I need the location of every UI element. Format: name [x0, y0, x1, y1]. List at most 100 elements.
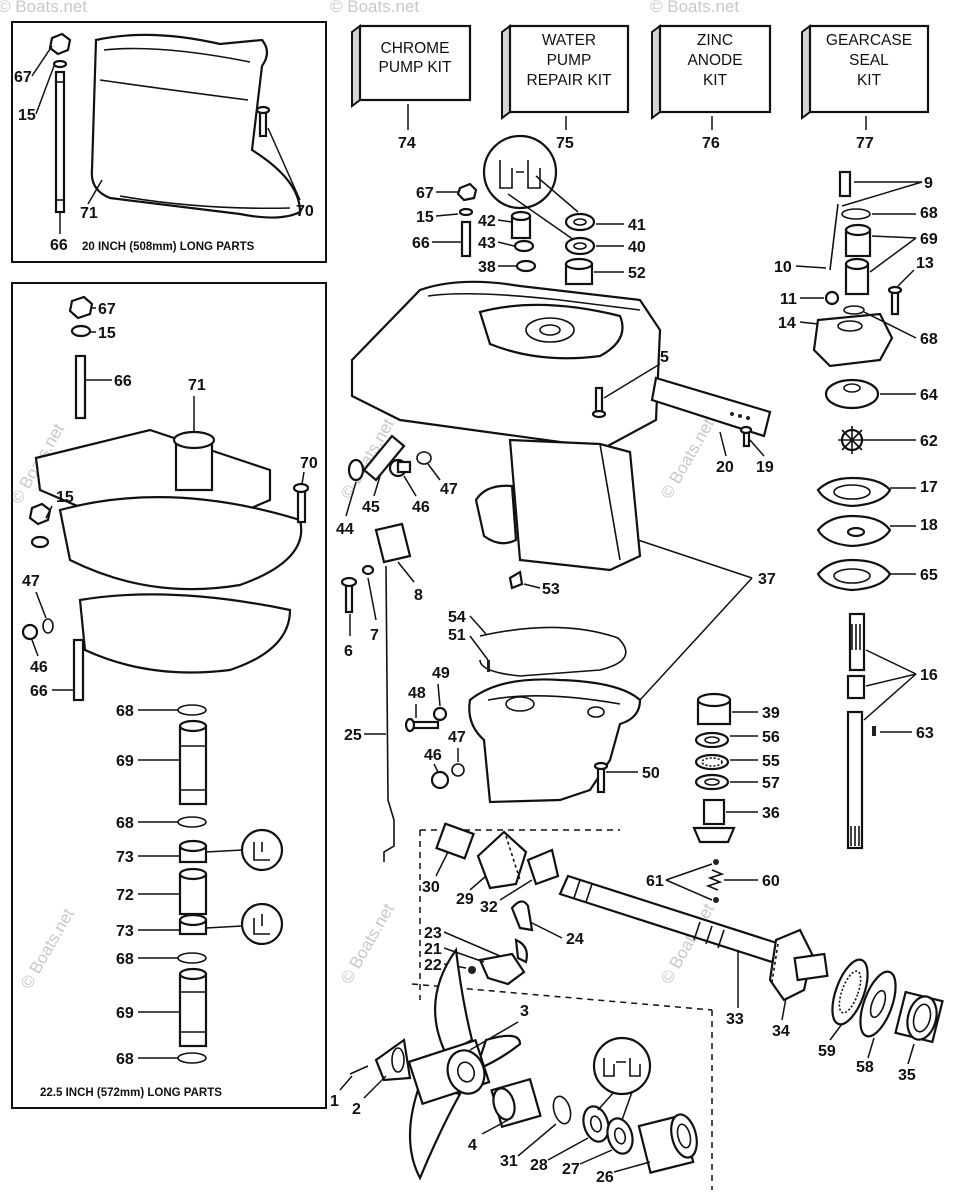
gear-housing: 54 51 49 48 47 46 50: [404, 609, 660, 804]
callout-label: 62: [920, 433, 938, 450]
pin-icon: [508, 570, 524, 590]
kit-label: KIT: [857, 72, 882, 89]
nut-icon: [28, 502, 52, 526]
watermark: © Boats.net: [650, 0, 739, 16]
center-top-parts: 67 15 66 42 43 38 41 40 52: [412, 134, 646, 286]
callout-label: 35: [898, 1067, 916, 1084]
stud-icon: [460, 220, 472, 258]
seal-icon: [564, 236, 596, 256]
callout-label: 69: [116, 1005, 134, 1022]
kit-label: GEARCASE: [826, 32, 912, 49]
callout-label: 5: [660, 349, 669, 366]
callout-label: 71: [80, 205, 98, 222]
callout-label: 43: [478, 235, 496, 252]
kit-boxes: CHROME PUMP KIT 74 WATER PUMP REPAIR KIT…: [351, 24, 930, 152]
washer-icon: [52, 59, 68, 69]
kit-label: WATER: [542, 32, 596, 49]
kit-label: ANODE: [687, 52, 742, 69]
callout-label: 76: [702, 135, 720, 152]
callout-label: 77: [856, 135, 874, 152]
callout-label: 30: [422, 879, 440, 896]
panel-note: 22.5 INCH (572mm) LONG PARTS: [40, 1087, 222, 1099]
callout-label: 39: [762, 705, 780, 722]
o-ring-icon: [177, 816, 207, 828]
callout-label: 69: [116, 753, 134, 770]
fitting-icon: [824, 290, 840, 306]
watermark: © Boats.net: [330, 0, 419, 16]
callout-label: 68: [116, 703, 134, 720]
gasket-icon: [816, 558, 892, 592]
kit-box: [508, 24, 630, 114]
callout-label: 22: [424, 957, 442, 974]
callout-label: 34: [772, 1023, 790, 1040]
panel-frame: [11, 282, 327, 1109]
callout-label: 67: [416, 185, 434, 202]
washer-icon: [458, 207, 474, 217]
callout-label: 7: [370, 627, 379, 644]
o-ring-icon: [841, 208, 871, 220]
callout-label: 27: [562, 1161, 580, 1178]
exhaust-housing-upper: [58, 496, 303, 591]
water-pump-parts: 9 68 69 10 13 11 14 68 64: [774, 170, 938, 850]
housing-deck: [478, 303, 624, 360]
callout-label: 60: [762, 873, 780, 890]
callout-label: 48: [408, 685, 426, 702]
callout-label: 33: [726, 1011, 744, 1028]
callout-label: 10: [774, 259, 792, 276]
panel-22-5-inch: 67 15 66 71 70 15 47 46 66: [11, 282, 327, 1109]
kit-label: PUMP KIT: [379, 59, 452, 76]
shift-lever: [478, 952, 526, 986]
washer-icon: [432, 706, 448, 722]
zinc-anode-plate: [650, 376, 772, 438]
bearing-icon: [894, 990, 944, 1044]
bearing-icon: [435, 822, 475, 860]
callout-label: 56: [762, 729, 780, 746]
gasket-icon: [816, 476, 892, 508]
callout-label: 71: [188, 377, 206, 394]
callout-label: 17: [920, 479, 938, 496]
kit-label: PUMP: [547, 52, 592, 69]
kit-label: SEAL: [849, 52, 889, 69]
callout-label: 3: [520, 1003, 529, 1020]
callout-label: 31: [500, 1153, 518, 1170]
callout-label: 68: [116, 1051, 134, 1068]
callout-label: 8: [414, 587, 423, 604]
pinion-stack: 39 56 55 57 36: [692, 692, 780, 844]
callout-label: 25: [344, 727, 362, 744]
callout-label: 36: [762, 805, 780, 822]
callout-label: 55: [762, 753, 780, 770]
callout-label: 1: [330, 1093, 339, 1110]
callout-label: 75: [556, 135, 574, 152]
nut-icon: [48, 32, 72, 56]
watermark: © Boats.net: [657, 415, 718, 502]
callout-label: 20: [716, 459, 734, 476]
callout-label: 54: [448, 609, 466, 626]
washer-icon: [859, 970, 897, 1038]
thrust-bearing-icon: [694, 753, 730, 771]
callout-label: 53: [542, 581, 560, 598]
callout-label: 15: [98, 325, 116, 342]
seal-icon: [582, 1105, 610, 1143]
callout-label: 28: [530, 1157, 548, 1174]
callout-label: 47: [440, 481, 458, 498]
housing-lower: [508, 438, 642, 572]
seal-icon: [564, 212, 596, 232]
seal-icon: [606, 1117, 634, 1155]
propeller-shaft: [558, 874, 782, 964]
exhaust-housing-lower: [78, 593, 292, 674]
callout-label: 58: [856, 1059, 874, 1076]
callout-label: 47: [448, 729, 466, 746]
callout-label: 68: [116, 815, 134, 832]
washer-icon: [694, 731, 730, 749]
shift-rod-bushing: [362, 434, 406, 482]
callout-label: 74: [398, 135, 416, 152]
watermark: © Boats.net: [337, 900, 398, 987]
seal-ring: [479, 626, 627, 677]
o-ring-icon: [42, 618, 54, 634]
callout-label: 59: [818, 1043, 836, 1060]
pin-icon: [487, 660, 490, 672]
washer-icon: [513, 239, 535, 253]
grommet-block: [374, 522, 412, 564]
callout-label: 45: [362, 499, 380, 516]
propeller-assembly: 3 2 1 4 31 28 27: [330, 947, 698, 1186]
